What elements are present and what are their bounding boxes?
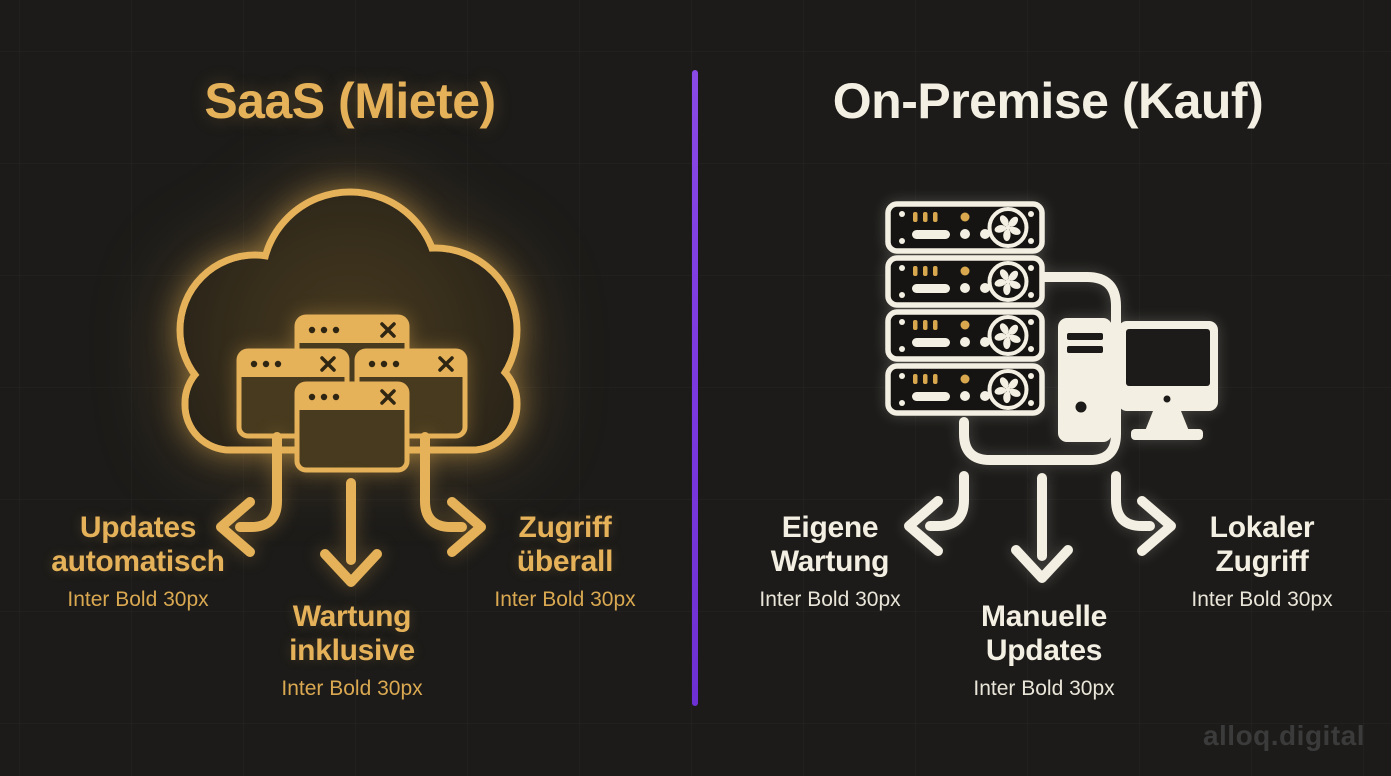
arrowhead-left-icon — [216, 497, 255, 557]
label-line: automatisch — [51, 545, 225, 578]
label-updates-automatisch: Updates automatisch Inter Bold 30px — [51, 511, 225, 612]
label-subtext: Inter Bold 30px — [759, 588, 901, 611]
onpremise-title: On-Premise (Kauf) — [832, 73, 1264, 129]
label-subtext: Inter Bold 30px — [67, 588, 209, 611]
label-line: Zugriff — [518, 511, 612, 544]
arrowhead-down-icon — [1011, 545, 1073, 583]
label-line: Updates — [985, 634, 1103, 667]
label-lokaler-zugriff: Lokaler Zugriff Inter Bold 30px — [1191, 511, 1332, 612]
label-line: Updates — [79, 511, 197, 544]
browser-windows-icon — [236, 314, 468, 473]
label-eigene-wartung: Eigene Wartung Inter Bold 30px — [759, 511, 900, 612]
label-line: inklusive — [289, 634, 415, 667]
label-wartung-inklusive: Wartung inklusive Inter Bold 30px — [281, 600, 422, 701]
arrow-to-lokaler-zugriff — [1111, 471, 1155, 531]
fan-icon — [993, 268, 1022, 297]
arrowhead-right-icon — [447, 497, 486, 557]
label-line: Eigene — [781, 511, 879, 544]
fan-icon — [993, 214, 1022, 243]
label-line: überall — [516, 545, 614, 578]
saas-arrows — [216, 432, 486, 587]
fan-icon — [993, 376, 1022, 405]
arrowhead-down-icon — [320, 549, 382, 587]
arrowhead-left-icon — [904, 496, 943, 556]
label-subtext: Inter Bold 30px — [281, 677, 423, 700]
saas-title: SaaS (Miete) — [204, 73, 496, 129]
monitor-icon — [1118, 321, 1218, 440]
label-subtext: Inter Bold 30px — [973, 677, 1115, 700]
server-rack-icon — [885, 201, 1218, 583]
onpremise-arrows — [904, 471, 1176, 583]
arrow-to-eigene-wartung — [925, 471, 969, 531]
arrow-to-zugriff-ueberall — [420, 432, 467, 532]
server-units — [885, 201, 1045, 416]
desktop-tower-icon — [1058, 318, 1112, 442]
label-line: Zugriff — [1215, 545, 1309, 578]
label-line: Wartung — [292, 600, 412, 633]
arrow-to-updates-automatisch — [235, 432, 282, 532]
label-subtext: Inter Bold 30px — [494, 588, 636, 611]
label-line: Lokaler — [1209, 511, 1315, 544]
label-zugriff-ueberall: Zugriff überall Inter Bold 30px — [494, 511, 635, 612]
arrowhead-right-icon — [1137, 496, 1176, 556]
label-line: Wartung — [770, 545, 890, 578]
label-subtext: Inter Bold 30px — [1191, 588, 1333, 611]
watermark-alloq-digital: alloq.digital — [1202, 720, 1365, 751]
vertical-divider — [692, 70, 698, 706]
label-line: Manuelle — [981, 600, 1107, 633]
label-manuelle-updates: Manuelle Updates Inter Bold 30px — [973, 600, 1114, 701]
rack-connector-line — [959, 272, 1121, 465]
fan-icon — [993, 322, 1022, 351]
